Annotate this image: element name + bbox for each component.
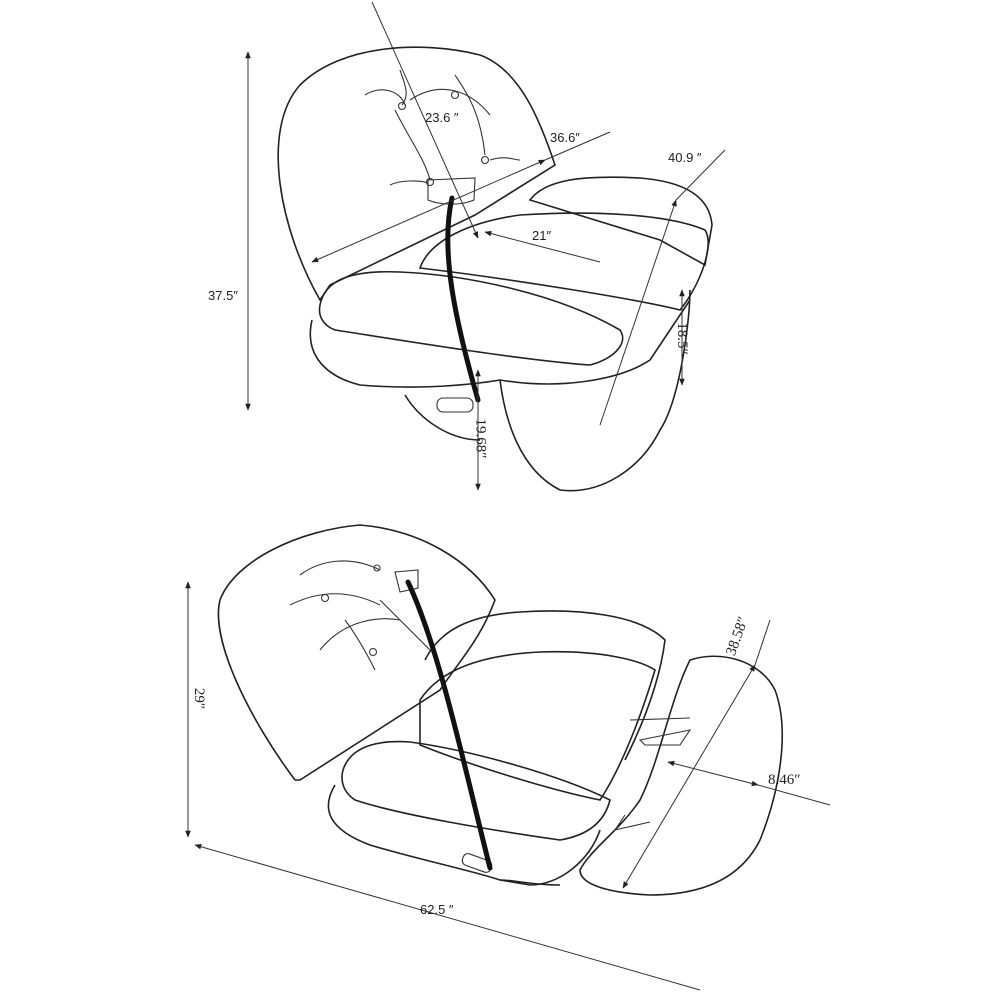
seat-cushion-back (418, 212, 709, 311)
overall-depth-label: 40.9 ″ (668, 150, 702, 165)
reclined-height-label: 29″ (191, 687, 208, 710)
reclined-pillow-strap (394, 569, 419, 593)
control-panel (436, 397, 474, 413)
armrest-right (528, 176, 713, 267)
reclined-armrest (424, 610, 666, 761)
reclined-backrest (217, 524, 496, 781)
reclined-front-cushion (341, 740, 611, 841)
reclined-base (327, 784, 601, 886)
backrest-height-label: 23.6 ″ (425, 110, 459, 125)
upright-chair (277, 46, 713, 492)
seat-width-label: 21″ (532, 228, 552, 243)
footrest-linkage (614, 717, 692, 831)
reclined-dimension-lines (185, 581, 831, 991)
reclined-tufting (289, 560, 431, 671)
swivel-base (404, 394, 481, 441)
overall-width-label: 36.6″ (550, 130, 580, 145)
seat-depth-label: 19.68″ (472, 418, 489, 459)
overall-height-label: 37.5″ (208, 288, 238, 303)
right-side-panel (499, 289, 691, 492)
base-front (309, 299, 691, 388)
reclined-side-panel (499, 879, 561, 886)
reclined-length-label: 62.5 ″ (420, 902, 454, 917)
footrest-depth-label: 8.46″ (768, 772, 801, 788)
reclined-chair (217, 524, 783, 896)
backrest-outline (277, 46, 556, 302)
footrest (579, 655, 783, 896)
tufting-lines (364, 69, 521, 187)
upright-dimension-lines (245, 1, 726, 491)
reclined-power-cord (405, 579, 493, 871)
front-cushion (318, 270, 624, 366)
seat-height-label: 18.5″ (673, 322, 690, 355)
